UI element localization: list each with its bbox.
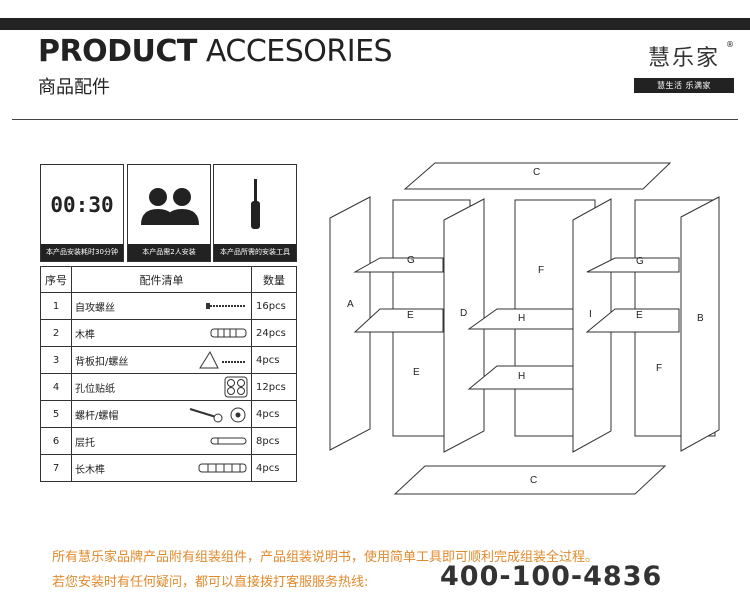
row-no: 2	[40, 319, 72, 347]
diagram-label: G	[636, 256, 644, 267]
row-no: 7	[40, 454, 72, 482]
screw-icon	[206, 303, 246, 309]
panel-divider-i	[572, 198, 612, 453]
bolt-nut-icon	[189, 407, 246, 423]
row-qty: 4pcs	[251, 454, 297, 482]
diagram-label: H	[518, 313, 525, 324]
header-divider	[12, 119, 738, 120]
diagram-label: E	[413, 367, 420, 378]
install-tool-card: 本产品所需的安装工具	[213, 164, 297, 262]
brand-logo: ® 慧乐家 慧生活 乐满家	[634, 40, 734, 93]
row-name-cell: 自攻螺丝	[71, 292, 252, 320]
table-row: 2 木榫 24pcs	[40, 319, 297, 347]
row-name: 孔位贴纸	[75, 383, 115, 395]
diagram-label: B	[697, 313, 704, 324]
diagram-label: E	[407, 310, 414, 321]
screwdriver-icon	[251, 179, 260, 229]
table-row: 4 孔位贴纸 12pcs	[40, 373, 297, 401]
brand-name: 慧乐家	[647, 46, 720, 71]
footer-note: 所有慧乐家品牌产品附有组装组件，产品组装说明书，使用简单工具即可顺利完成组装全过…	[52, 550, 599, 565]
row-name: 层托	[75, 437, 95, 449]
row-no: 1	[40, 292, 72, 320]
hole-sticker-icon	[224, 376, 248, 398]
long-dowel-icon	[198, 463, 247, 473]
diagram-label: H	[518, 371, 525, 382]
row-name-cell: 层托	[71, 427, 252, 455]
row-qty: 24pcs	[251, 319, 297, 347]
page-title: PRODUCT ACCESORIES	[38, 34, 393, 69]
row-qty: 8pcs	[251, 427, 297, 455]
col-header-no: 序号	[40, 266, 72, 293]
footer-hotline-text: 若您安装时有任何疑问，都可以直接拨打客服服务热线:	[52, 575, 369, 590]
table-row: 6 层托 8pcs	[40, 427, 297, 455]
diagram-label: F	[538, 265, 544, 276]
title-light: ACCESORIES	[205, 34, 393, 69]
table-row: 5 螺杆/螺帽 4pcs	[40, 400, 297, 428]
shelf-g-left	[353, 257, 444, 273]
row-name: 木榫	[75, 329, 95, 341]
row-name-cell: 孔位贴纸	[71, 373, 252, 401]
install-tool-caption: 本产品所需的安装工具	[214, 244, 296, 261]
row-no: 5	[40, 400, 72, 428]
row-no: 4	[40, 373, 72, 401]
two-people-icon	[141, 188, 199, 225]
registered-mark: ®	[726, 40, 734, 49]
shelf-g-right	[586, 257, 680, 273]
shelf-e-left	[353, 308, 444, 333]
back-panel-clip-icon	[199, 350, 246, 369]
row-name: 自攻螺丝	[75, 302, 115, 314]
panel-side-b	[680, 196, 720, 452]
row-name-cell: 螺杆/螺帽	[71, 400, 252, 428]
row-qty: 16pcs	[251, 292, 297, 320]
diagram-label: C	[533, 167, 540, 178]
col-header-qty: 数量	[251, 266, 297, 293]
install-people-caption: 本产品需2人安装	[128, 244, 210, 261]
assembly-diagram: C A G E E D F H H I G E B F C	[329, 162, 720, 495]
top-bar	[0, 18, 750, 30]
parts-table: 序号 配件清单 数量 1 自攻螺丝 16pcs 2 木榫 24pcs 3 背板扣…	[40, 266, 297, 482]
hotline-number: 400-100-4836	[440, 561, 663, 592]
install-time-caption: 本产品安装耗时30分钟	[41, 244, 123, 261]
panel-top-c	[403, 162, 672, 190]
diagram-label: F	[656, 363, 662, 374]
diagram-label: A	[347, 299, 354, 310]
row-name: 背板扣/螺丝	[75, 356, 129, 368]
row-qty: 4pcs	[251, 400, 297, 428]
shelf-e-right	[585, 308, 680, 333]
table-row: 1 自攻螺丝 16pcs	[40, 292, 297, 320]
table-row: 7 长木榫 4pcs	[40, 454, 297, 482]
col-header-parts: 配件清单	[71, 266, 252, 293]
panel-side-a	[329, 196, 371, 451]
table-row: 3 背板扣/螺丝 4pcs	[40, 346, 297, 374]
panel-bottom-c	[393, 465, 667, 495]
install-time-card: 00:30 本产品安装耗时30分钟	[40, 164, 124, 262]
row-name-cell: 背板扣/螺丝	[71, 346, 252, 374]
row-no: 3	[40, 346, 72, 374]
diagram-label: E	[636, 310, 643, 321]
row-no: 6	[40, 427, 72, 455]
diagram-label: G	[407, 255, 415, 266]
diagram-label: C	[530, 475, 537, 486]
row-qty: 4pcs	[251, 346, 297, 374]
wood-dowel-icon	[210, 328, 247, 338]
row-name: 长木榫	[75, 464, 105, 476]
row-name: 螺杆/螺帽	[75, 410, 119, 422]
diagram-label: I	[589, 309, 592, 320]
row-qty: 12pcs	[251, 373, 297, 401]
table-header-row: 序号 配件清单 数量	[40, 266, 297, 293]
clock-display-icon: 00:30	[50, 193, 114, 217]
shelf-support-icon	[210, 437, 247, 445]
page-subtitle: 商品配件	[38, 77, 110, 98]
install-people-card: 本产品需2人安装	[127, 164, 211, 262]
brand-tagline: 慧生活 乐满家	[634, 78, 734, 93]
row-name-cell: 长木榫	[71, 454, 252, 482]
row-name-cell: 木榫	[71, 319, 252, 347]
diagram-label: D	[460, 308, 467, 319]
title-bold: PRODUCT	[38, 34, 197, 69]
